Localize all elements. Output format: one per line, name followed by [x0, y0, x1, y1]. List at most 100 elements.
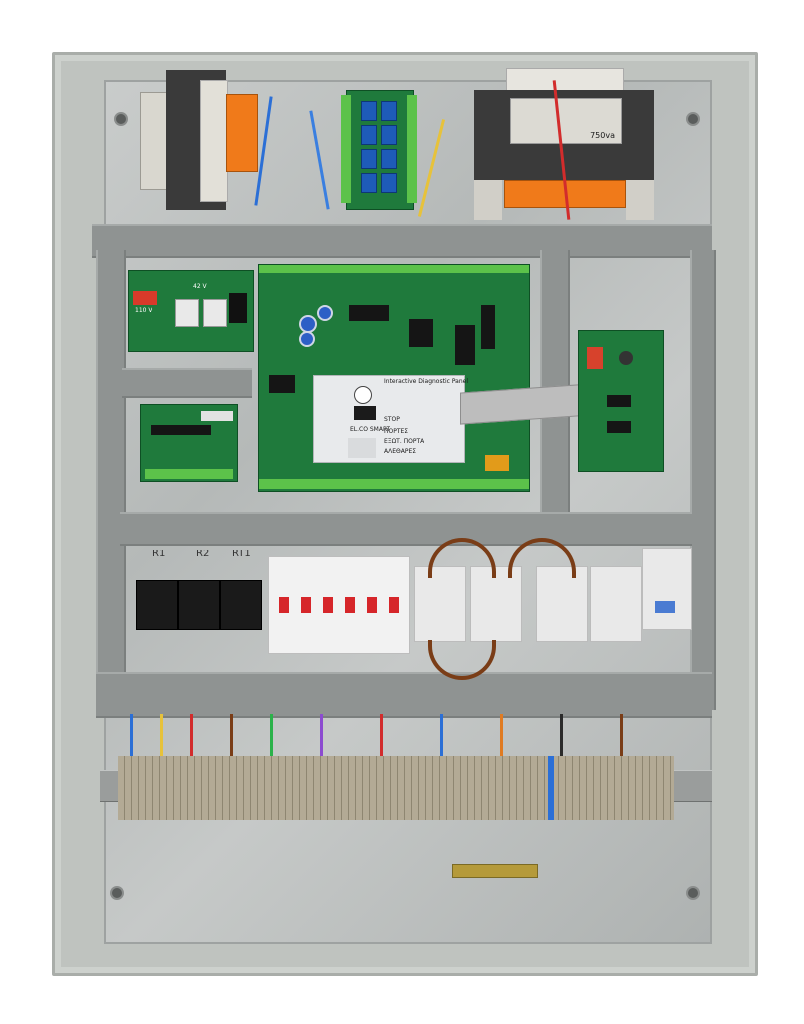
breaker-toggle: [389, 597, 399, 613]
keypad: [348, 438, 376, 458]
wire: [380, 714, 383, 764]
wire: [320, 714, 323, 764]
adjustment-dial: [655, 601, 675, 613]
terminal-block-strip: [118, 756, 674, 820]
wire: [230, 714, 233, 764]
terminal-strip-bottom: [259, 479, 529, 489]
button-label-stop: STOP: [384, 416, 400, 423]
breaker-toggle: [367, 597, 377, 613]
ic-chip: [151, 425, 211, 435]
ic-chip: [455, 325, 475, 365]
relay-board: [341, 90, 417, 210]
wire: [270, 714, 273, 764]
diagnostic-panel: Interactive Diagnostic Panel EL.CO SMART…: [313, 375, 469, 463]
wire-duct-vertical-right: [690, 250, 716, 710]
wire: [620, 714, 623, 764]
power-supply-board: 110 V 42 V: [128, 270, 254, 352]
button-label-doors: ΠΟΡΤΕΣ: [384, 428, 409, 435]
relay-label-r1: R1: [152, 550, 166, 557]
voltage-label-110: 110 V: [135, 307, 153, 314]
voltage-label-42: 42 V: [193, 283, 207, 290]
ic-chip: [607, 395, 631, 407]
regulator: [229, 293, 247, 323]
transformer-nameplate: 750va: [510, 98, 622, 144]
terminal-strip: [145, 469, 233, 479]
ic-chip: [409, 319, 433, 347]
breaker-toggle: [301, 597, 311, 613]
capacitor: [317, 305, 333, 321]
input-board: [140, 404, 238, 482]
contactor: [470, 566, 522, 642]
transformer-top-cap: [506, 68, 624, 92]
wire-duct-horizontal: [96, 672, 712, 718]
relay: [361, 149, 377, 169]
relay: [361, 173, 377, 193]
capacitor: [299, 331, 315, 347]
circuit-breaker-group: [268, 556, 410, 654]
transformer-terminals: [226, 94, 258, 172]
wire: [560, 714, 563, 764]
wire-duct-short: [122, 368, 252, 398]
neutral-terminal: [548, 756, 554, 820]
breaker-toggle: [279, 597, 289, 613]
relay: [381, 125, 397, 145]
terminal-strip-right: [407, 95, 417, 203]
relay-label-rt1: RT1: [232, 550, 251, 557]
wire-duct-vertical-left: [96, 250, 126, 710]
ic-chip: [481, 305, 495, 349]
contactor: [590, 566, 642, 642]
mounting-screw: [114, 112, 128, 126]
ic-chip: [349, 305, 389, 321]
wire: [190, 714, 193, 764]
fuse: [587, 347, 603, 369]
main-transformer: 750va: [474, 68, 654, 220]
brand-logo: [354, 386, 372, 404]
main-controller-board: Interactive Diagnostic Panel EL.CO SMART…: [258, 264, 530, 492]
ground-bus-bar: [452, 864, 538, 878]
transformer-bobbin-left: [140, 92, 168, 190]
fuse-holder: [133, 291, 157, 305]
terminal-strip-left: [341, 95, 351, 203]
monitoring-relay: [136, 580, 178, 630]
wire: [500, 714, 503, 764]
mount-foot: [474, 180, 502, 220]
seven-segment-display: [354, 406, 376, 420]
relay: [361, 125, 377, 145]
breaker-toggle: [345, 597, 355, 613]
relay: [381, 149, 397, 169]
breaker-toggle: [323, 597, 333, 613]
ic-chip: [607, 421, 631, 433]
relay: [175, 299, 199, 327]
overload-relay: [642, 548, 692, 630]
potentiometer: [619, 351, 633, 365]
mounting-screw: [686, 112, 700, 126]
terminal-strip-top: [259, 265, 529, 273]
connector: [201, 411, 233, 421]
relay-orange: [485, 455, 509, 471]
relay-label-r2: R2: [196, 550, 210, 557]
button-label-faults: ΑΛΕΘΑΡΕΣ: [384, 448, 417, 455]
mounting-screw: [110, 886, 124, 900]
wire-duct-horizontal: [92, 224, 712, 258]
transformer-label: [200, 80, 228, 202]
aux-board: [578, 330, 664, 472]
wire: [440, 714, 443, 764]
monitoring-relay: [220, 580, 262, 630]
button-label-outer-door: ΕΞΩΤ. ΠΟΡΤΑ: [384, 438, 425, 445]
relay: [361, 101, 377, 121]
rating-label: 750va: [590, 132, 615, 139]
mount-foot: [626, 180, 654, 220]
wire-duct-horizontal: [120, 512, 692, 546]
diagnostic-title: Interactive Diagnostic Panel: [384, 378, 469, 385]
monitoring-relay: [178, 580, 220, 630]
wire: [130, 714, 133, 764]
ic-chip: [269, 375, 295, 393]
contactor: [536, 566, 588, 642]
relay: [381, 101, 397, 121]
mounting-screw: [686, 886, 700, 900]
brand-label: EL.CO SMART: [350, 426, 391, 433]
control-transformer: [140, 70, 260, 210]
relay: [381, 173, 397, 193]
relay: [203, 299, 227, 327]
wire: [160, 714, 163, 764]
